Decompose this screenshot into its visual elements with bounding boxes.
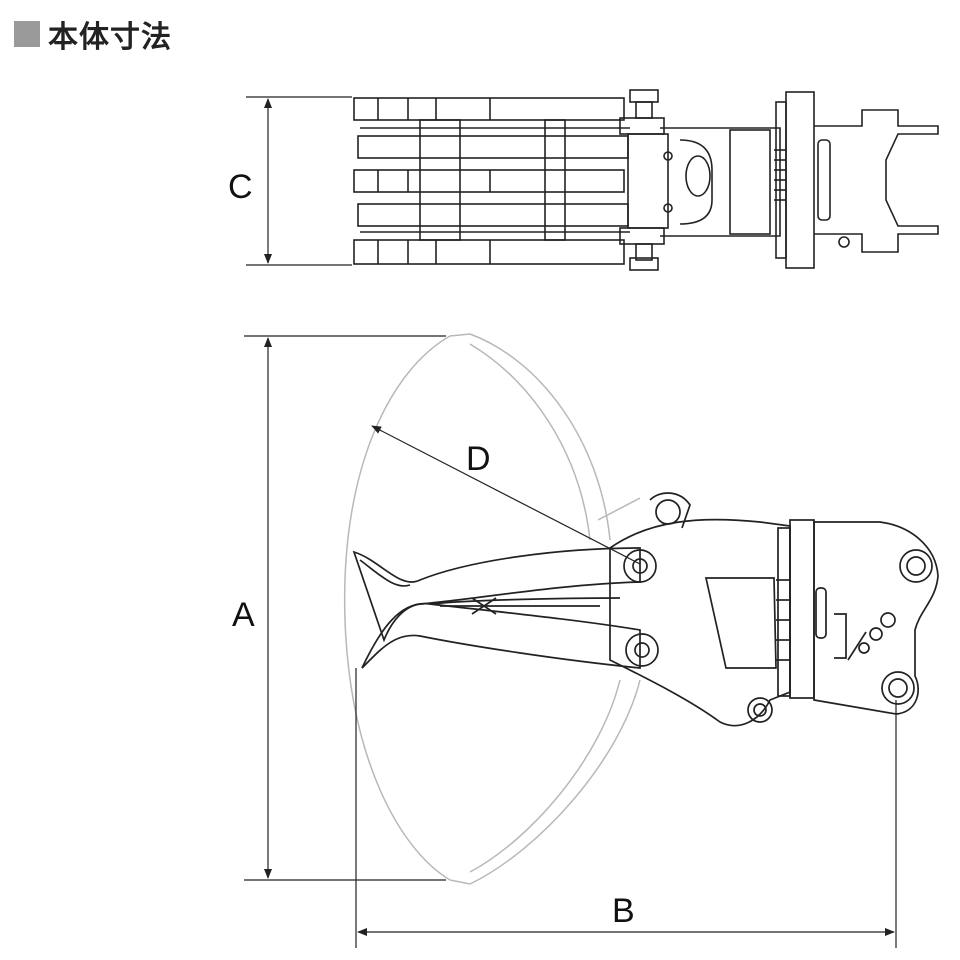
open-jaw-ghost xyxy=(343,333,641,885)
dimension-label-a: A xyxy=(232,596,255,634)
dimension-label-c: C xyxy=(228,168,253,206)
section-title: 本体寸法 xyxy=(48,21,172,54)
top-view xyxy=(246,89,939,271)
section-header: 本体寸法 xyxy=(14,14,172,54)
dimension-label-b: B xyxy=(612,892,635,930)
side-view xyxy=(244,335,939,948)
dimension-label-d: D xyxy=(466,440,491,478)
square-bullet-icon xyxy=(14,21,40,47)
